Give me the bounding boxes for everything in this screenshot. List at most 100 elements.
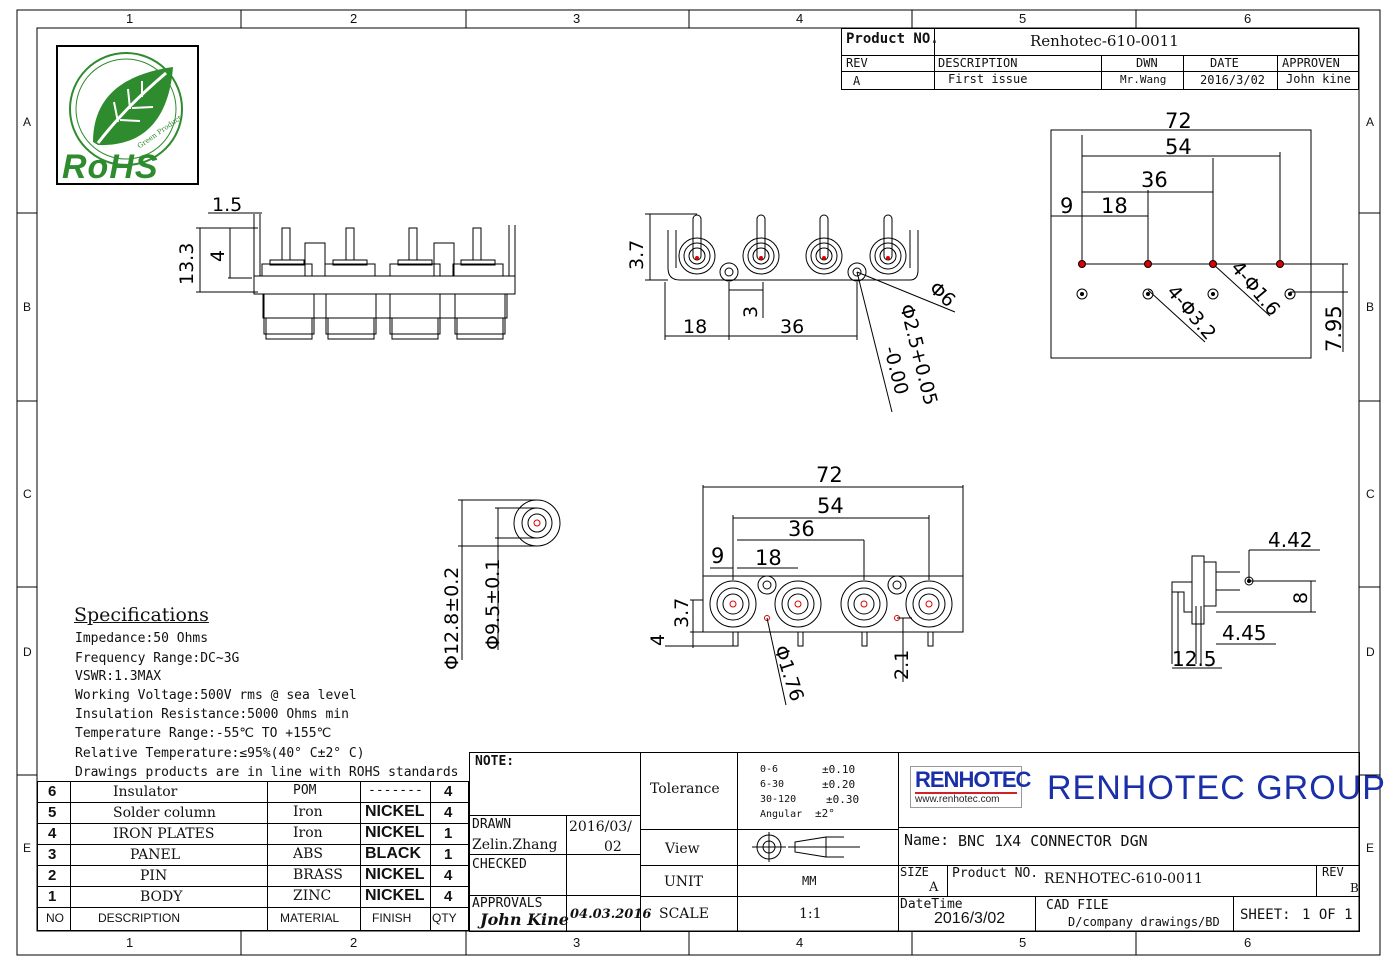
dim-front-pin: Φ1.76 bbox=[769, 643, 808, 704]
brand-url: www.renhotec.com bbox=[915, 794, 1000, 805]
description-label: DESCRIPTION bbox=[938, 56, 1018, 70]
dim-small-a: 4.42 bbox=[1268, 528, 1313, 552]
bom-description: Insulator bbox=[113, 784, 178, 800]
date-label: DATE bbox=[1210, 56, 1239, 70]
cad-path: D/company drawings/BD bbox=[1068, 915, 1220, 929]
spec-line: Temperature Range:-55℃ TO +155℃ bbox=[75, 726, 332, 741]
dim-side-top: 1.5 bbox=[212, 194, 242, 216]
bom-material: ZINC bbox=[293, 888, 332, 904]
grid-col-4-bottom: 4 bbox=[796, 935, 804, 950]
bom-no: 1 bbox=[48, 888, 57, 905]
dim-pcb-36: 36 bbox=[1141, 168, 1168, 192]
dim-top-3: 3 bbox=[740, 306, 762, 318]
grid-row-c-right: C bbox=[1366, 487, 1375, 501]
tol-range: 0-6 bbox=[760, 764, 779, 775]
front-view bbox=[665, 485, 964, 706]
dim-end-dia1: Φ12.8±0.2 bbox=[441, 567, 463, 670]
side-view bbox=[196, 212, 516, 340]
dim-front-9: 9 bbox=[711, 544, 724, 568]
grid-col-3: 3 bbox=[573, 11, 581, 26]
cad-label: CAD FILE bbox=[1046, 898, 1109, 913]
top-view bbox=[645, 213, 956, 413]
dim-pcb-9: 9 bbox=[1060, 194, 1073, 218]
date-value: 2016/3/02 bbox=[1200, 73, 1266, 87]
unit-value: MM bbox=[802, 874, 817, 888]
bom-description: IRON PLATES bbox=[113, 826, 215, 842]
drawn-by: Zelin.Zhang bbox=[472, 837, 558, 853]
bom-no: 3 bbox=[48, 846, 57, 863]
tol-value: ±2° bbox=[815, 807, 835, 820]
bom-header-description: DESCRIPTION bbox=[98, 911, 181, 925]
tol-range: 30-120 bbox=[760, 794, 797, 805]
grid-col-2: 2 bbox=[350, 11, 358, 26]
rev-label-bottom: REV bbox=[1322, 865, 1344, 879]
grid-row-d: D bbox=[23, 645, 32, 659]
bom-no: 2 bbox=[48, 867, 57, 884]
bom-no: 6 bbox=[48, 783, 57, 800]
bom-finish: BLACK bbox=[365, 845, 421, 862]
side-view-tubes bbox=[263, 293, 506, 340]
pcb-holes bbox=[1076, 260, 1296, 300]
bom-description: Solder column bbox=[113, 805, 216, 821]
projection-symbol-icon bbox=[752, 832, 860, 862]
bom-finish: NICKEL bbox=[365, 887, 425, 904]
side-view-bodies bbox=[253, 214, 516, 277]
rev-value: A bbox=[853, 74, 861, 88]
grid-col-5-bottom: 5 bbox=[1019, 935, 1027, 950]
dim-side-height: 13.3 bbox=[176, 243, 198, 285]
tol-value: ±0.30 bbox=[826, 793, 860, 806]
rev-label: REV bbox=[846, 56, 868, 70]
dim-top-dia6: Φ6 bbox=[925, 277, 960, 311]
bom-header-no: NO bbox=[46, 911, 64, 925]
grid-col-6-bottom: 6 bbox=[1244, 935, 1252, 950]
bom-finish: NICKEL bbox=[365, 803, 425, 820]
dim-front-18: 18 bbox=[755, 546, 782, 570]
rohs-text: RoHS bbox=[62, 148, 159, 186]
dim-pcb-holes2: 4-Φ3.2 bbox=[1162, 281, 1220, 344]
grid-col-1-bottom: 1 bbox=[126, 935, 134, 950]
bom-finish: NICKEL bbox=[365, 824, 425, 841]
dim-small-d: 12.5 bbox=[1172, 647, 1217, 671]
renhotec-logo: RENHOTEC www.renhotec.com bbox=[910, 766, 1031, 808]
bom-no: 4 bbox=[48, 825, 57, 842]
bom-qty: 1 bbox=[444, 846, 453, 863]
grid-row-e-right: E bbox=[1366, 841, 1375, 855]
spec-line: Frequency Range:DC~3G bbox=[75, 651, 240, 666]
dim-front-36: 36 bbox=[788, 517, 815, 541]
grid-col-5: 5 bbox=[1019, 11, 1027, 26]
bom-qty: 4 bbox=[444, 867, 453, 884]
note-label: NOTE: bbox=[475, 754, 515, 769]
bom-material: ABS bbox=[293, 846, 323, 862]
front-view-connectors bbox=[709, 575, 953, 628]
drawn-label: DRAWN bbox=[472, 817, 512, 832]
grid-col-4: 4 bbox=[796, 11, 804, 26]
description-value: First issue bbox=[948, 72, 1028, 86]
bom-qty: 4 bbox=[444, 783, 453, 800]
spec-line: Impedance:50 Ohms bbox=[75, 631, 209, 646]
grid-row-d-right: D bbox=[1366, 645, 1375, 659]
product-no-label: Product NO. bbox=[846, 31, 939, 47]
spec-line: Relative Temperature:≤95%(40° C±2° C) bbox=[75, 746, 365, 761]
sheet-label: SHEET: bbox=[1240, 907, 1291, 923]
drawn-date-2: 02 bbox=[604, 839, 622, 855]
grid-col-6: 6 bbox=[1244, 11, 1252, 26]
bom-header-qty: QTY bbox=[432, 911, 457, 925]
tol-range: 6-30 bbox=[760, 779, 785, 790]
view-label: View bbox=[665, 841, 700, 857]
dim-small-b: 8 bbox=[1290, 592, 1312, 604]
size-label: SIZE bbox=[900, 865, 929, 879]
spec-line: Insulation Resistance:5000 Ohms min bbox=[75, 707, 349, 722]
bom-description: BODY bbox=[140, 889, 183, 905]
grid-col-1: 1 bbox=[126, 11, 134, 26]
grid-row-a-right: A bbox=[1366, 115, 1375, 129]
bom-description: PANEL bbox=[130, 847, 181, 863]
tol-value: ±0.20 bbox=[822, 778, 856, 791]
dim-pcb-18: 18 bbox=[1101, 194, 1128, 218]
specifications-title: Specifications bbox=[74, 604, 209, 626]
bom-finish: NICKEL bbox=[365, 866, 425, 883]
spec-line: Working Voltage:500V rms @ sea level bbox=[75, 688, 357, 703]
bom-no: 5 bbox=[48, 804, 57, 821]
bom-description: PIN bbox=[140, 868, 168, 884]
product-no-value: Renhotec-610-0011 bbox=[1030, 32, 1179, 50]
grid-col-3-bottom: 3 bbox=[573, 935, 581, 950]
